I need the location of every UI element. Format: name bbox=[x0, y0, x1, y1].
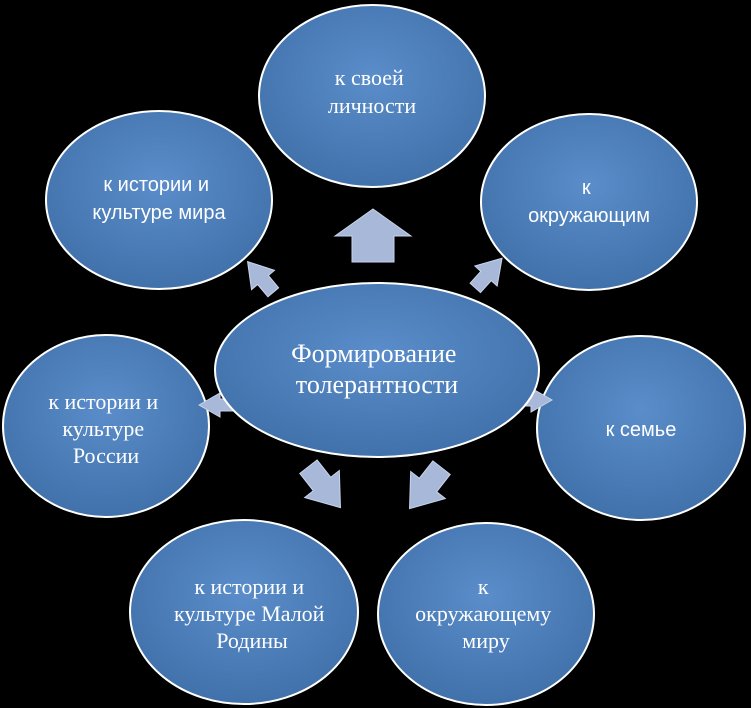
svg-text:к истории и культуре Мал: к истории и культуре Малой Родины bbox=[174, 574, 330, 653]
node-homeland: к истории и культуре Малой Родины bbox=[129, 519, 359, 705]
node-homeland-line3: Родины bbox=[216, 628, 288, 653]
center-line2: толерантности bbox=[296, 370, 458, 399]
svg-text:к окружающему миру: к окружающему миру bbox=[415, 574, 557, 653]
node-homeland-line1: к истории и bbox=[194, 574, 304, 599]
node-world-culture-line1: к истории и bbox=[103, 174, 209, 196]
svg-text:к семье: к семье bbox=[606, 419, 677, 441]
node-world-line1: к bbox=[478, 574, 489, 599]
node-others-line1: к bbox=[582, 177, 591, 199]
svg-text:к окружающим: к окружающим bbox=[528, 177, 650, 227]
arrow-lower-left-icon bbox=[299, 459, 341, 509]
arrow-upper-left-icon bbox=[246, 260, 280, 298]
svg-text:к истории и культуре: к истории и культуре России bbox=[48, 389, 163, 468]
node-personality: к своей личности bbox=[258, 4, 486, 188]
center-line1: Формирование bbox=[291, 339, 456, 368]
svg-text:к истории и культуре мир: к истории и культуре мира bbox=[92, 174, 226, 224]
arrow-up-icon bbox=[333, 208, 413, 263]
node-family: к семье bbox=[536, 335, 746, 521]
node-family-line1: к семье bbox=[606, 419, 677, 441]
node-russia-line2: культуре bbox=[62, 416, 144, 441]
arrow-upper-right-icon bbox=[469, 257, 503, 294]
node-world-culture-line2: культуре мира bbox=[92, 202, 226, 224]
node-personality-line2: личности bbox=[328, 93, 417, 118]
svg-text:к своей личности: к своей личности bbox=[328, 65, 417, 118]
node-world-line2: окружающему bbox=[415, 601, 551, 626]
node-russia-line1: к истории и bbox=[48, 389, 158, 414]
node-world-line3: миру bbox=[462, 628, 509, 653]
node-personality-line1: к своей bbox=[335, 65, 404, 90]
node-others-line2: окружающим bbox=[528, 205, 650, 227]
arrow-lower-right-icon bbox=[409, 460, 451, 510]
node-others: к окружающим bbox=[480, 113, 698, 291]
node-russia: к истории и культуре России bbox=[2, 334, 210, 518]
svg-text:Формирование толерантнос: Формирование толерантности bbox=[291, 339, 463, 399]
node-world: к окружающему миру bbox=[377, 522, 595, 706]
arrows bbox=[197, 208, 554, 510]
node-russia-line3: России bbox=[73, 443, 140, 468]
node-homeland-line2: культуре Малой bbox=[174, 601, 325, 626]
node-world-culture: к истории и культуре мира bbox=[45, 110, 273, 290]
node-center: Формирование толерантности bbox=[214, 282, 540, 458]
